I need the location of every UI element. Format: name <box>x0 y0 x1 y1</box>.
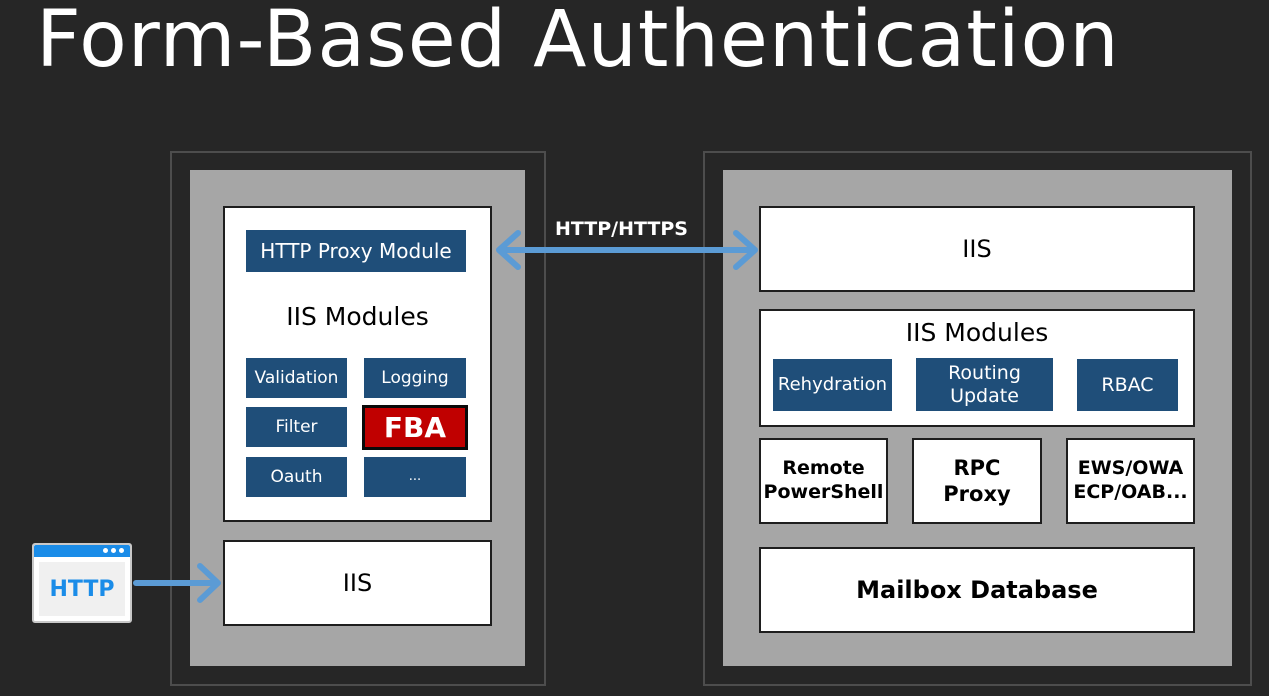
page-title: Form-Based Authentication <box>36 0 1120 85</box>
http-client-label: HTTP <box>49 576 115 602</box>
module-more: ... <box>364 457 466 497</box>
module-oauth-label: Oauth <box>270 466 323 487</box>
module-routing-update-line1: Routing <box>948 361 1021 384</box>
rpc-proxy-box: RPC Proxy <box>912 438 1042 524</box>
window-dot-icon <box>119 548 124 553</box>
module-logging: Logging <box>364 358 466 398</box>
left-iis-modules-heading: IIS Modules <box>223 296 492 336</box>
module-rbac: RBAC <box>1077 359 1178 411</box>
remote-powershell-line1: Remote <box>782 457 865 480</box>
browser-titlebar <box>34 545 130 557</box>
ews-owa-box: EWS/OWA ECP/OAB... <box>1066 438 1195 524</box>
rpc-proxy-line1: RPC <box>953 455 1001 480</box>
module-rehydration-label: Rehydration <box>777 374 888 396</box>
module-routing-update-line2: Update <box>950 384 1019 407</box>
remote-powershell-box: Remote PowerShell <box>759 438 888 524</box>
right-iis-label: IIS <box>962 235 992 263</box>
module-fba: FBA <box>362 405 468 450</box>
module-validation: Validation <box>246 358 347 398</box>
window-dot-icon <box>111 548 116 553</box>
remote-powershell-line2: PowerShell <box>763 481 884 503</box>
bidirectional-arrow <box>496 230 758 270</box>
module-rehydration: Rehydration <box>773 359 892 411</box>
connection-label: HTTP/HTTPS <box>555 218 688 240</box>
left-iis-box: IIS <box>223 540 492 626</box>
http-proxy-module-label: HTTP Proxy Module <box>260 239 452 263</box>
rpc-proxy-line2: Proxy <box>943 482 1011 506</box>
module-rbac-label: RBAC <box>1101 373 1154 396</box>
connection-label-text: HTTP/HTTPS <box>555 218 688 240</box>
client-arrow <box>133 563 221 603</box>
ews-owa-line2: ECP/OAB... <box>1073 481 1188 503</box>
module-fba-label: FBA <box>383 411 447 444</box>
module-more-label: ... <box>408 469 422 485</box>
browser-body: HTTP <box>39 562 125 616</box>
http-proxy-module: HTTP Proxy Module <box>246 230 466 272</box>
mailbox-database-label: Mailbox Database <box>856 576 1098 604</box>
module-validation-label: Validation <box>254 367 339 388</box>
right-iis-modules-heading-text: IIS Modules <box>905 317 1049 347</box>
http-client-icon: HTTP <box>32 543 132 623</box>
right-iis-box: IIS <box>759 206 1195 292</box>
module-filter-label: Filter <box>275 416 318 437</box>
ews-owa-line1: EWS/OWA <box>1077 457 1184 480</box>
right-iis-modules-heading: IIS Modules <box>759 314 1195 350</box>
window-dot-icon <box>103 548 108 553</box>
module-oauth: Oauth <box>246 457 347 497</box>
left-iis-modules-heading-text: IIS Modules <box>286 301 429 331</box>
module-filter: Filter <box>246 407 347 447</box>
module-routing-update: Routing Update <box>916 358 1053 411</box>
mailbox-database-box: Mailbox Database <box>759 547 1195 633</box>
module-logging-label: Logging <box>381 367 449 388</box>
left-iis-label: IIS <box>342 569 373 597</box>
